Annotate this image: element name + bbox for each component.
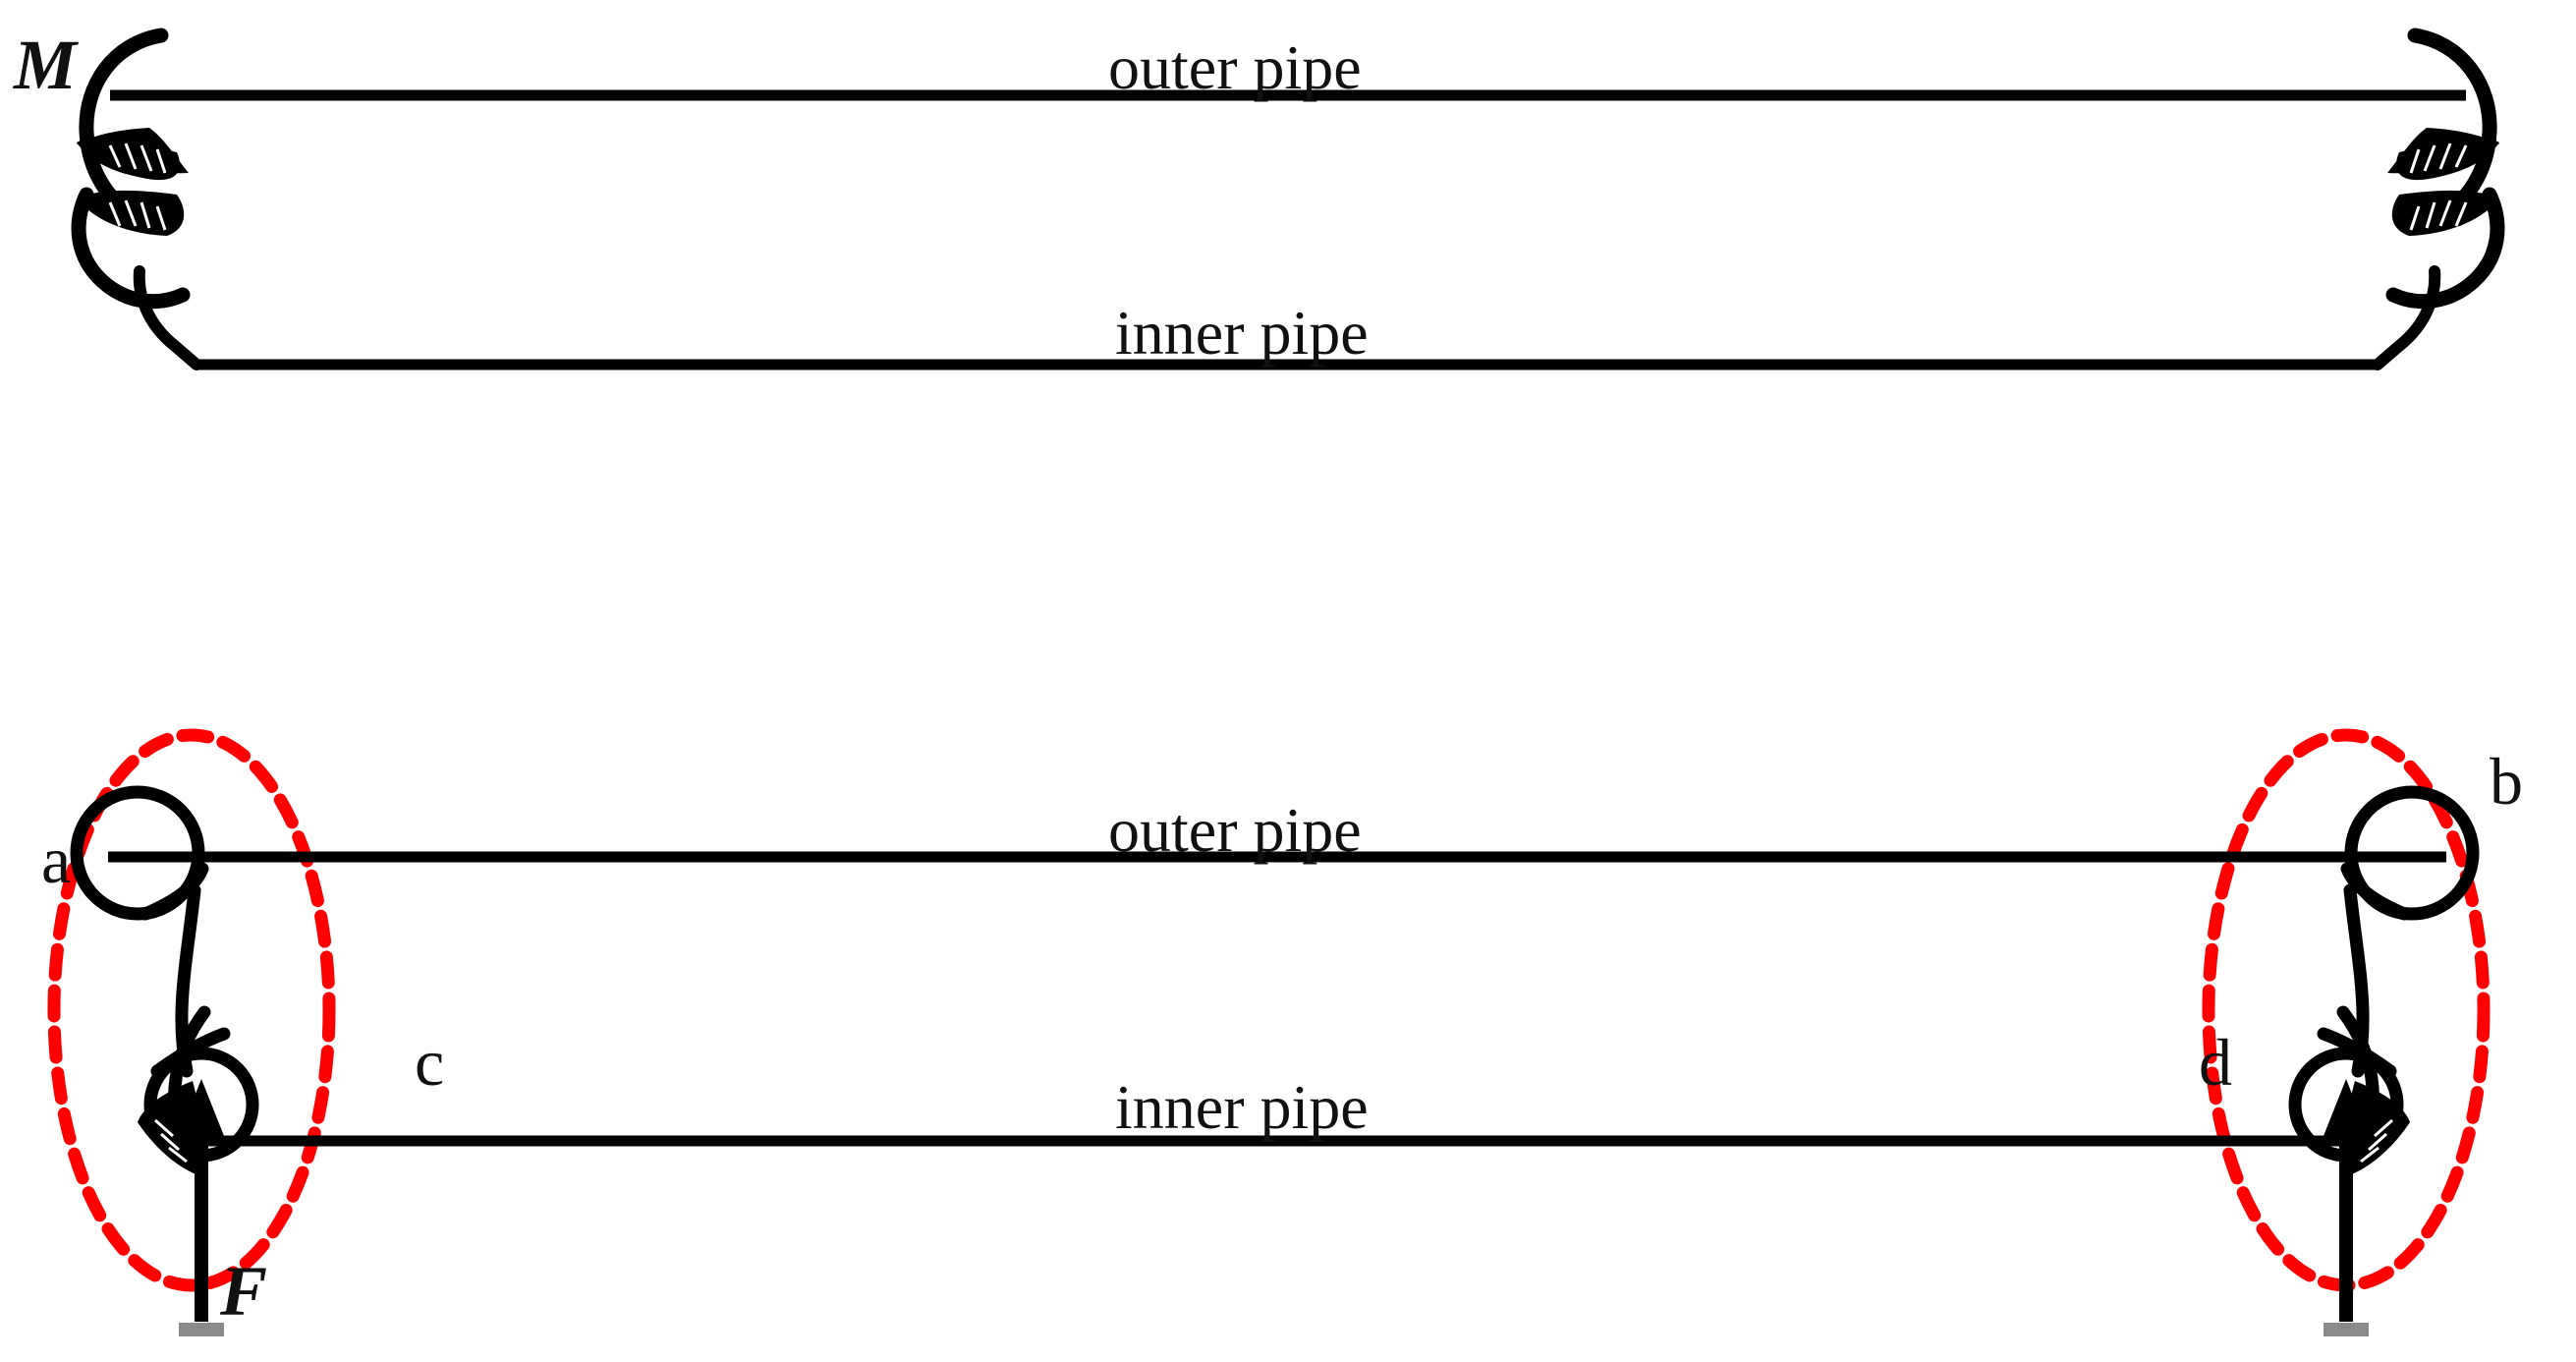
reaction-arrowhead-right [2343,1081,2410,1177]
inner-pipe-label-top: inner pipe [1115,298,1369,368]
force-symbol-label: F [219,1252,267,1331]
moment-panel: M outer pipe inner pipe [13,26,2505,370]
outer-pipe-label-top: outer pipe [1108,32,1362,102]
reaction-arrowhead-hatch-left [154,1118,188,1163]
force-support-foot-right [2324,1323,2369,1336]
inner-pipe-left-elbow-top [133,265,202,370]
inner-pipe-label-bottom: inner pipe [1115,1072,1369,1142]
outer-pipe-label-bottom: outer pipe [1108,795,1362,865]
moment-arrowhead-hatch-left [108,142,167,231]
joint-b-circle [2344,785,2480,921]
joint-a-circle [70,785,205,921]
point-label-b: b [2490,744,2523,819]
left-highlight-ellipse [47,728,336,1292]
reaction-arrowhead-left [138,1081,204,1177]
moment-arrowhead-hatch-right [2409,142,2468,231]
joint-a-hook [139,862,209,921]
point-label-c: c [415,1025,444,1100]
point-label-a: a [41,823,71,897]
moment-symbol-label: M [13,26,80,104]
joint-d-hook [2317,1027,2397,1078]
joint-c-hook [150,1027,231,1078]
point-label-d: d [2199,1025,2232,1100]
moment-arc-lower-right [2385,187,2505,310]
force-panel: a b c d F outer pipe inner pipe [41,728,2523,1336]
joint-b-hook [2340,862,2411,921]
inner-pipe-right-elbow-top [2372,265,2441,370]
force-support-foot-left [179,1323,224,1336]
moment-arc-lower-left [71,187,191,310]
reaction-arrowhead-hatch-right [2360,1118,2393,1163]
